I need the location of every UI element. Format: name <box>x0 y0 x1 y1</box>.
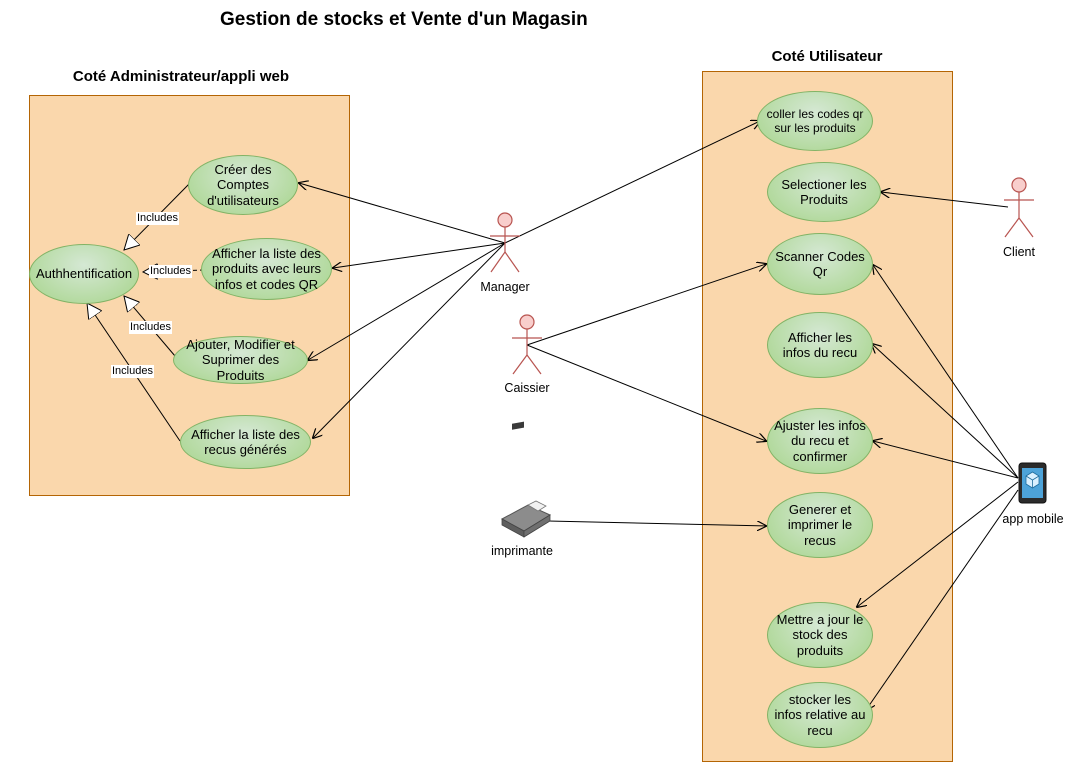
printer-icon[interactable] <box>500 421 552 538</box>
client-label: Client <box>1003 245 1035 259</box>
usecase-afficher-produits[interactable]: Afficher la liste des produits avec leur… <box>201 238 332 300</box>
manager-edge-2 <box>333 242 506 268</box>
usecase-afficher-infos-recu[interactable]: Afficher les infos du recu <box>767 312 873 378</box>
usecase-ajouter-modifier[interactable]: Ajouter, Modifier et Suprimer des Produi… <box>173 336 308 384</box>
diagram-title: Gestion de stocks et Vente d'un Magasin <box>220 9 588 30</box>
usecase-selectioner-produits[interactable]: Selectioner les Produits <box>767 162 881 222</box>
caissier-actor-icon[interactable] <box>512 314 542 375</box>
manager-edge-4 <box>313 242 506 438</box>
usecase-authentification[interactable]: Authhentification <box>29 244 139 304</box>
user-system-label: Coté Utilisateur <box>771 48 883 65</box>
client-actor-icon[interactable] <box>1004 177 1034 238</box>
usecase-ajuster-infos[interactable]: Ajuster les infos du recu et confirmer <box>767 408 873 474</box>
mobile-edge-5 <box>866 489 1019 710</box>
caissier-edge-2 <box>526 344 766 441</box>
include-label-1: Includes <box>136 212 179 225</box>
imprimante-edge <box>547 520 766 526</box>
usecase-scanner-codes[interactable]: Scanner Codes Qr <box>767 233 873 295</box>
caissier-label: Caissier <box>504 381 550 395</box>
usecase-stocker-infos[interactable]: stocker les infos relative au recu <box>767 682 873 748</box>
mobile-edge-2 <box>872 344 1019 479</box>
client-edge <box>881 192 1009 208</box>
manager-edge-1 <box>299 183 506 244</box>
manager-edge-5 <box>504 121 760 244</box>
caissier-edge-1 <box>526 264 766 346</box>
app-mobile-label: app mobile <box>1002 512 1064 526</box>
usecase-coller-codes[interactable]: coller les codes qr sur les produits <box>757 91 873 151</box>
manager-actor-icon[interactable] <box>490 212 520 273</box>
usecase-mettre-a-jour-stock[interactable]: Mettre a jour le stock des produits <box>767 602 873 668</box>
include-label-3: Includes <box>129 321 172 334</box>
include-label-4: Includes <box>111 365 154 378</box>
mobile-phone-icon[interactable] <box>1018 462 1047 504</box>
mobile-edge-4 <box>857 481 1019 607</box>
mobile-edge-3 <box>873 441 1019 479</box>
usecase-creer-comptes[interactable]: Créer des Comptes d'utilisateurs <box>188 155 298 215</box>
include-label-2: Includes <box>149 265 192 278</box>
usecase-generer-imprimer[interactable]: Generer et imprimer le recus <box>767 492 873 558</box>
mobile-edge-1 <box>873 265 1019 479</box>
imprimante-label: imprimante <box>491 544 553 558</box>
manager-label: Manager <box>480 280 530 294</box>
manager-edge-3 <box>308 242 506 360</box>
admin-system-label: Coté Administrateur/appli web <box>72 68 290 85</box>
usecase-afficher-recus[interactable]: Afficher la liste des recus générés <box>180 415 311 469</box>
